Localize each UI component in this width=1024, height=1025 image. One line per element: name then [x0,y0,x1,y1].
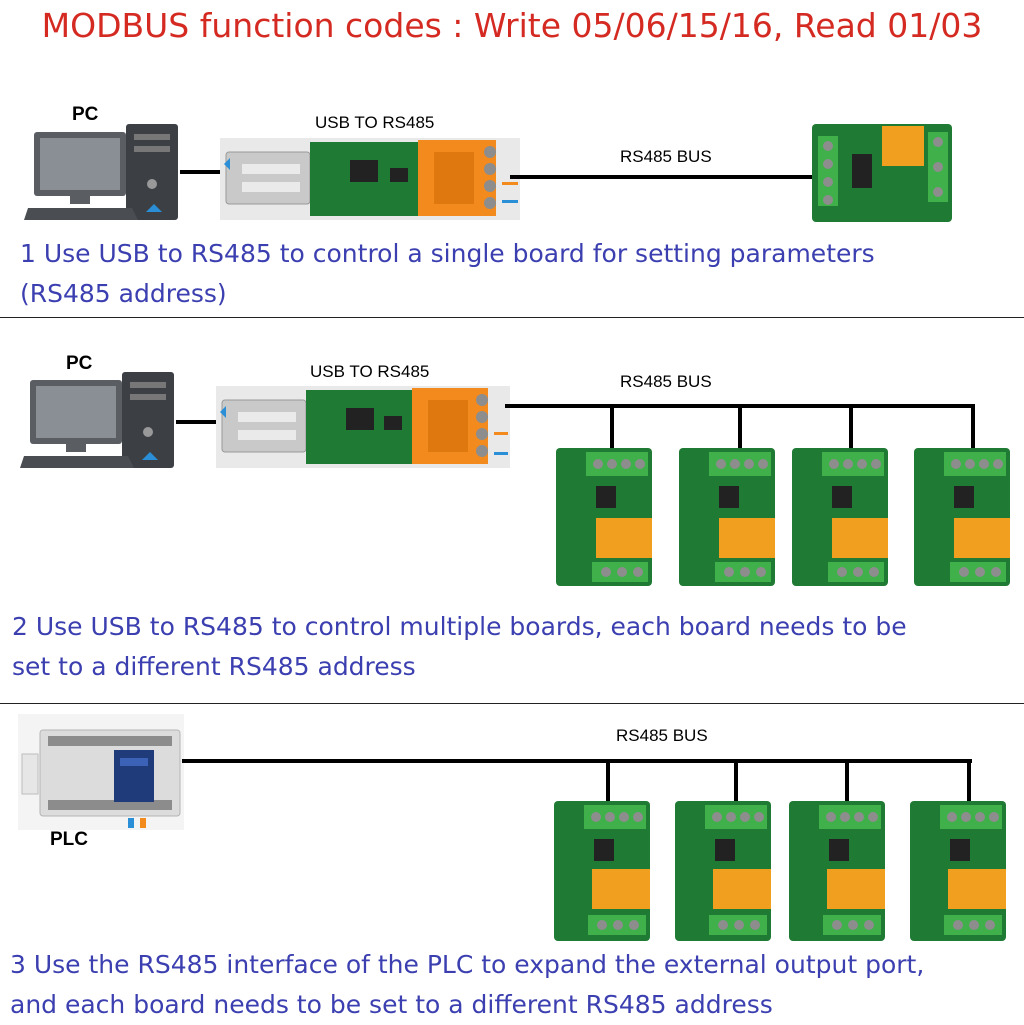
relay-board [792,448,888,586]
caption-line: 3 Use the RS485 interface of the PLC to … [10,950,925,979]
pc-label: PC [72,104,99,125]
rs485-bus-line [182,759,972,763]
bus-label: RS485 BUS [620,147,712,166]
pc-icon [20,372,174,468]
bus-drop [967,759,971,803]
rs485-bus-line [510,175,812,179]
caption-line: 1 Use USB to RS485 to control a single b… [20,239,875,268]
usb-rs485-adapter [220,138,520,220]
bus-drop [971,404,975,450]
adapter-label: USB TO RS485 [315,113,435,132]
usb-cable [176,420,216,424]
relay-board [812,124,952,222]
bus-drop [738,404,742,450]
relay-board [556,448,652,586]
relay-board [679,448,775,586]
relay-board [789,801,885,941]
bus-label: RS485 BUS [616,726,708,745]
bus-drop [610,404,614,450]
bus-drop [606,759,610,803]
caption-3: 3 Use the RS485 interface of the PLC to … [10,945,924,1025]
plc-icon [18,714,184,830]
section-divider [0,703,1024,704]
relay-board [910,801,1006,941]
relay-board [675,801,771,941]
caption-1: 1 Use USB to RS485 to control a single b… [20,234,875,314]
bus-drop [734,759,738,803]
bus-drop [845,759,849,803]
relay-board [554,801,650,941]
caption-2: 2 Use USB to RS485 to control multiple b… [12,607,907,687]
caption-line: set to a different RS485 address [12,652,416,681]
plc-label: PLC [50,829,88,850]
pc-label: PC [66,353,93,374]
pc-icon [24,124,178,220]
bus-drop [849,404,853,450]
usb-rs485-adapter [216,386,510,468]
caption-line: and each board needs to be set to a diff… [10,990,773,1019]
usb-cable [180,170,220,174]
adapter-label: USB TO RS485 [310,362,430,381]
caption-line: 2 Use USB to RS485 to control multiple b… [12,612,907,641]
relay-board [914,448,1010,586]
section-divider [0,317,1024,318]
page-title: MODBUS function codes : Write 05/06/15/1… [41,6,983,45]
caption-line: (RS485 address) [20,279,227,308]
bus-label: RS485 BUS [620,372,712,391]
